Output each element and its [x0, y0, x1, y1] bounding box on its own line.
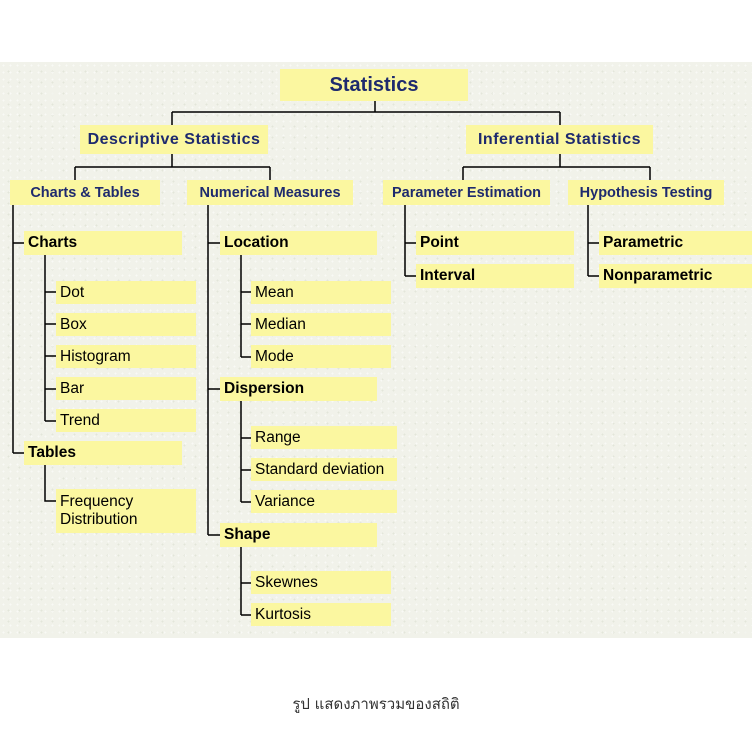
- leaf-bar: Bar: [56, 377, 196, 400]
- leaf-trend: Trend: [56, 409, 196, 432]
- node-hypothesis-label: Hypothesis Testing: [579, 184, 713, 201]
- leaf-label: Frequency Distribution: [60, 493, 138, 528]
- node-location-label: Location: [224, 234, 289, 251]
- connector-numerical: [207, 205, 222, 536]
- connector-location: [240, 255, 255, 358]
- leaf-label: Interval: [420, 267, 476, 284]
- leaf-label: Mean: [255, 283, 294, 301]
- leaf-interval: Interval: [416, 264, 574, 288]
- leaf-mean: Mean: [251, 281, 391, 304]
- node-parameter-estimation: Parameter Estimation: [383, 180, 550, 205]
- node-numerical-label: Numerical Measures: [199, 184, 341, 201]
- leaf-range: Range: [251, 426, 397, 449]
- node-dispersion-label: Dispersion: [224, 380, 305, 397]
- node-charts: Charts: [24, 231, 182, 255]
- node-tables-label: Tables: [28, 444, 76, 461]
- leaf-label: Trend: [60, 411, 100, 429]
- connector-inferential: [462, 154, 651, 180]
- leaf-point: Point: [416, 231, 574, 255]
- leaf-mode: Mode: [251, 345, 391, 368]
- leaf-nonparametric: Nonparametric: [599, 264, 752, 288]
- node-statistics: Statistics: [280, 69, 468, 101]
- leaf-median: Median: [251, 313, 391, 336]
- connector-root: [171, 100, 561, 125]
- leaf-standard-deviation: Standard deviation: [251, 458, 397, 481]
- leaf-histogram: Histogram: [56, 345, 196, 368]
- leaf-label: Point: [420, 234, 459, 251]
- leaf-label: Range: [255, 428, 301, 446]
- node-inferential-statistics: Inferential Statistics: [466, 125, 653, 154]
- node-statistics-label: Statistics: [329, 73, 419, 96]
- node-shape: Shape: [220, 523, 377, 547]
- node-charts-tables-label: Charts & Tables: [30, 184, 140, 201]
- node-inferential-label: Inferential Statistics: [477, 130, 642, 148]
- leaf-label: Box: [60, 315, 87, 333]
- leaf-label: Skewnes: [255, 573, 318, 591]
- leaf-dot: Dot: [56, 281, 196, 304]
- leaf-label: Bar: [60, 379, 85, 397]
- leaf-label: Median: [255, 315, 306, 333]
- node-shape-label: Shape: [224, 526, 271, 543]
- connector-descriptive: [74, 154, 271, 180]
- leaf-kurtosis: Kurtosis: [251, 603, 391, 626]
- node-location: Location: [220, 231, 377, 255]
- leaf-label: Kurtosis: [255, 605, 311, 623]
- leaf-label: Parametric: [603, 234, 684, 251]
- leaf-frequency-distribution: Frequency Distribution: [56, 489, 196, 533]
- connector-dispersion: [240, 401, 255, 503]
- leaf-skewnes: Skewnes: [251, 571, 391, 594]
- connector-hypothesis: [587, 205, 601, 277]
- leaf-label: Variance: [255, 492, 316, 510]
- node-hypothesis-testing: Hypothesis Testing: [568, 180, 724, 205]
- leaf-label: Dot: [60, 283, 85, 301]
- node-parameter-label: Parameter Estimation: [391, 184, 542, 201]
- node-tables: Tables: [24, 441, 182, 465]
- figure-caption: รูป แสดงภาพรวมของสถิติ: [292, 695, 460, 713]
- leaf-variance: Variance: [251, 490, 397, 513]
- connector-charts: [44, 255, 58, 422]
- connector-tables: [44, 465, 58, 502]
- node-charts-label: Charts: [28, 234, 78, 251]
- leaf-label: Nonparametric: [603, 267, 713, 284]
- node-dispersion: Dispersion: [220, 377, 377, 401]
- leaf-box: Box: [56, 313, 196, 336]
- node-numerical-measures: Numerical Measures: [187, 180, 353, 205]
- node-descriptive-statistics: Descriptive Statistics: [80, 125, 268, 154]
- node-descriptive-label: Descriptive Statistics: [87, 130, 261, 148]
- node-charts-tables: Charts & Tables: [10, 180, 160, 205]
- leaf-label: Standard deviation: [255, 460, 385, 478]
- leaf-parametric: Parametric: [599, 231, 752, 255]
- leaf-label: Histogram: [60, 347, 131, 365]
- connector-parameter: [404, 205, 418, 277]
- leaf-label: Mode: [255, 347, 294, 365]
